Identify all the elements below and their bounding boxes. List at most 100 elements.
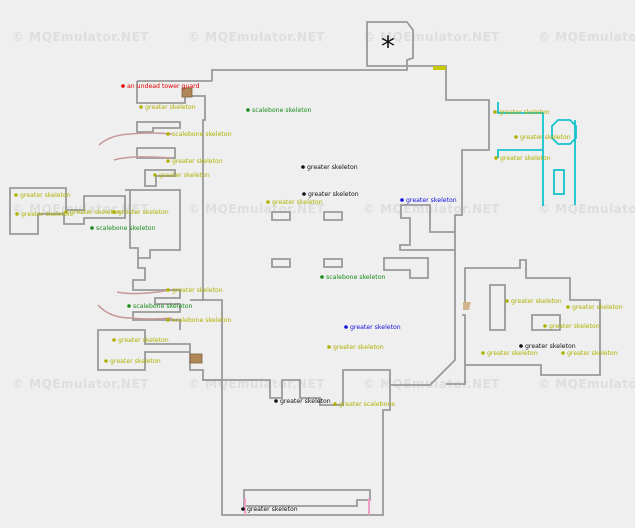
spawn-dot	[14, 193, 18, 197]
spawn-marker[interactable]: greater skeleton	[266, 199, 323, 206]
spawn-marker[interactable]: scalebone skeleton	[246, 107, 311, 114]
door-yellow	[433, 66, 446, 70]
spawn-marker[interactable]: greater skeleton	[112, 209, 169, 216]
spawn-label: greater skeleton	[172, 287, 223, 294]
spawn-dot	[400, 198, 404, 202]
spawn-marker[interactable]: greater skeleton	[519, 343, 576, 350]
spawn-label: scalebone skeleton	[172, 131, 231, 138]
watermark-text: © MQEmulator.NET	[538, 30, 635, 44]
spawn-label: greater skeleton	[520, 134, 571, 141]
spawn-dot	[519, 344, 523, 348]
spawn-marker[interactable]: greater skeleton	[15, 211, 72, 218]
doors-layer	[181, 66, 471, 515]
spawn-dot	[543, 324, 547, 328]
spawn-marker[interactable]: greater skeleton	[561, 350, 618, 357]
watermark-text: © MQEmulator.NET	[538, 377, 635, 391]
spawn-dot	[514, 135, 518, 139]
spawn-marker[interactable]: greater skeleton	[514, 134, 571, 141]
spawn-dot	[112, 210, 116, 214]
spawn-dot	[166, 132, 170, 136]
spawn-label: greater skeleton	[567, 350, 618, 357]
spawn-dot	[333, 402, 337, 406]
cyan-structure	[497, 102, 577, 206]
spawn-marker[interactable]: scalebone skeleton	[166, 317, 231, 324]
spawn-marker[interactable]: greater skeleton	[327, 344, 384, 351]
spawn-label: greater skeleton	[525, 343, 576, 350]
spawn-marker[interactable]: greater skeleton	[566, 304, 623, 311]
crate-icon	[181, 87, 193, 98]
spawn-dot	[266, 200, 270, 204]
watermark-text: © MQEmulator.NET	[538, 202, 635, 216]
spawn-label: greater skeleton	[159, 172, 210, 179]
spawn-label: greater skeleton	[549, 323, 600, 330]
watermark-text: © MQEmulator.NET	[12, 30, 149, 44]
spawn-dot	[302, 192, 306, 196]
spawn-marker[interactable]: greater skeleton	[274, 398, 331, 405]
spawn-label: greater skeleton	[21, 211, 72, 218]
spawn-marker[interactable]: greater skeleton	[481, 350, 538, 357]
spawn-marker[interactable]: greater skeleton	[14, 192, 71, 199]
spawn-label: greater skeleton	[145, 104, 196, 111]
spawn-label: greater skeleton	[487, 350, 538, 357]
spawn-label: greater skeleton	[333, 344, 384, 351]
spawn-dot	[121, 84, 125, 88]
spawn-marker[interactable]: greater skeleton	[543, 323, 600, 330]
spawn-marker[interactable]: greater skeleton	[302, 191, 359, 198]
spawn-marker[interactable]: greater skeleton	[241, 506, 298, 513]
spawn-dot	[494, 156, 498, 160]
spawn-marker[interactable]: greater skeleton	[64, 209, 121, 216]
spawn-marker[interactable]: greater skeleton	[494, 155, 551, 162]
spawn-dot	[64, 210, 68, 214]
spawn-marker[interactable]: greater skeleton	[139, 104, 196, 111]
cliff-edges	[97, 132, 173, 320]
spawn-dot	[241, 507, 245, 511]
spawn-label: scalebone skeleton	[172, 317, 231, 324]
spawn-dot	[166, 159, 170, 163]
spawn-marker[interactable]: an undead tower guard	[121, 83, 200, 90]
spawn-dot	[301, 165, 305, 169]
spawn-label: greater skeleton	[572, 304, 623, 311]
map-walls	[9, 21, 601, 516]
spawn-marker[interactable]: greater skeleton	[166, 158, 223, 165]
spawn-label: greater skeleton	[499, 109, 550, 116]
spawn-label: greater skeleton	[272, 199, 323, 206]
spawn-marker[interactable]: greater skeleton	[104, 358, 161, 365]
spawn-label: greater skeleton	[406, 197, 457, 204]
spawn-label: scalebone skeleton	[133, 303, 192, 310]
spawn-label: greater skeleton	[70, 209, 121, 216]
zone-connection-star[interactable]: *	[381, 30, 395, 63]
spawn-marker[interactable]: scalebone skeleton	[320, 274, 385, 281]
spawn-marker[interactable]: scalebone skeleton	[90, 225, 155, 232]
spawn-label: greater skeleton	[118, 337, 169, 344]
spawn-marker[interactable]: greater skeleton	[400, 197, 457, 204]
spawn-dot	[139, 105, 143, 109]
spawn-marker[interactable]: greater scalebone	[333, 401, 395, 408]
spawn-marker[interactable]: greater skeleton	[344, 324, 401, 331]
spawn-marker[interactable]: greater skeleton	[112, 337, 169, 344]
spawn-label: greater skeleton	[20, 192, 71, 199]
watermark-text: © MQEmulator.NET	[363, 202, 500, 216]
spawn-layer: an undead tower guard greater skeleton sca…	[14, 83, 623, 513]
spawn-marker[interactable]: greater skeleton	[166, 287, 223, 294]
spawn-marker[interactable]: greater skeleton	[153, 172, 210, 179]
spawn-marker[interactable]: greater skeleton	[493, 109, 550, 116]
door-tan	[463, 302, 471, 310]
watermark-text: © MQEmulator.NET	[363, 30, 500, 44]
spawn-marker[interactable]: greater skeleton	[505, 298, 562, 305]
door-pink	[244, 498, 246, 515]
spawn-label: greater skeleton	[172, 158, 223, 165]
spawn-dot	[112, 338, 116, 342]
spawn-dot	[15, 212, 19, 216]
spawn-label: greater skeleton	[247, 506, 298, 513]
spawn-marker[interactable]: greater skeleton	[301, 164, 358, 171]
spawn-label: greater skeleton	[350, 324, 401, 331]
spawn-label: an undead tower guard	[127, 83, 200, 90]
spawn-marker[interactable]: scalebone skeleton	[127, 303, 192, 310]
spawn-dot	[481, 351, 485, 355]
spawn-label: greater skeleton	[511, 298, 562, 305]
spawn-dot	[344, 325, 348, 329]
spawn-dot	[561, 351, 565, 355]
spawn-marker[interactable]: scalebone skeleton	[166, 131, 231, 138]
